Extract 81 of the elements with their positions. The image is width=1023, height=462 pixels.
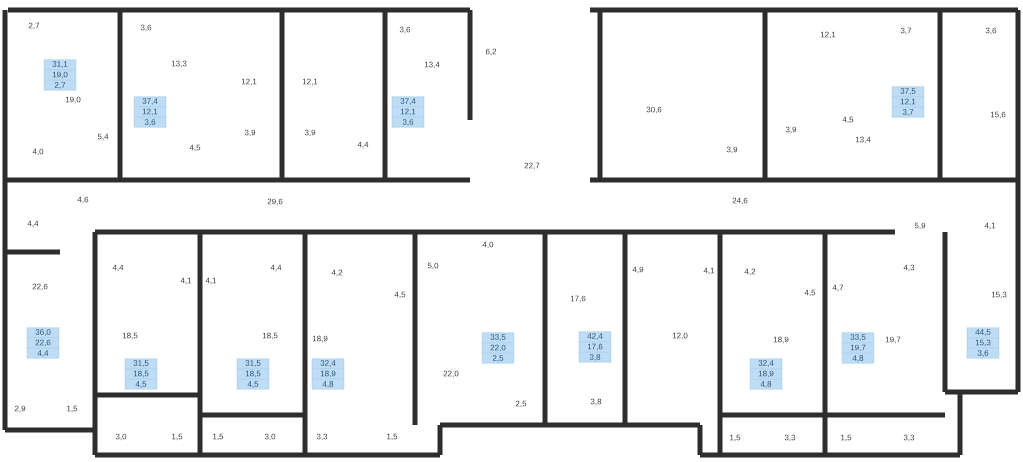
room-area: 4,9 [632, 266, 644, 274]
room-area: 1,5 [841, 434, 852, 442]
room-area: 22,7 [524, 162, 540, 170]
apartment-info-box: 31,5 18,5 4,5 [124, 358, 158, 390]
room-area: 4,5 [394, 291, 406, 299]
apartment-info-box: 32,4 18,9 4,8 [749, 358, 783, 390]
room-area: 4,4 [357, 141, 369, 149]
apartment-info-box: 37,4 12,1 3,6 [391, 96, 425, 128]
room-area: 12,0 [672, 332, 688, 340]
room-area: 3,9 [304, 129, 316, 137]
room-area: 19,7 [885, 336, 901, 344]
room-area: 4,6 [77, 196, 89, 204]
room-area: 4,4 [112, 264, 124, 272]
room-area: 3,8 [590, 398, 602, 406]
room-area: 2,5 [515, 400, 527, 408]
room-area: 18,5 [122, 332, 138, 340]
room-area: 30,6 [646, 106, 662, 114]
room-area: 3,3 [784, 434, 796, 442]
apartment-info-box: 37,4 12,1 3,6 [133, 96, 167, 128]
room-area: 4,4 [27, 220, 39, 228]
room-area: 3,3 [903, 434, 915, 442]
room-area: 13,4 [855, 136, 871, 144]
room-area: 3,6 [985, 27, 997, 35]
room-area: 22,6 [32, 283, 48, 291]
room-area: 1,5 [730, 434, 741, 442]
room-area: 2,9 [14, 405, 26, 413]
room-area: 1,5 [67, 405, 78, 413]
room-area: 18,9 [773, 336, 789, 344]
room-area: 19,0 [65, 96, 81, 104]
room-area: 5,0 [427, 262, 439, 270]
apartment-info-box: 36,0 22,6 4,4 [26, 327, 60, 359]
room-area: 4,3 [903, 264, 915, 272]
room-area: 18,9 [312, 335, 328, 343]
room-area: 4,7 [832, 284, 844, 292]
apartment-info-box: 33,5 22,0 2,5 [481, 332, 515, 364]
room-area: 1,5 [172, 433, 183, 441]
room-area: 6,2 [485, 48, 497, 56]
room-area: 4,1 [180, 277, 192, 285]
room-area: 4,5 [804, 289, 816, 297]
room-area: 13,3 [171, 60, 187, 68]
room-area: 2,7 [28, 22, 40, 30]
room-area: 4,2 [331, 269, 343, 277]
room-area: 4,5 [189, 144, 201, 152]
room-area: 4,2 [744, 268, 756, 276]
apartment-info-box: 37,5 12,1 3,7 [891, 86, 925, 118]
room-area: 22,0 [443, 370, 459, 378]
room-area: 15,3 [991, 291, 1007, 299]
room-area: 4,1 [703, 267, 715, 275]
room-area: 3,0 [115, 433, 127, 441]
room-area: 3,6 [140, 24, 152, 32]
room-area: 17,6 [570, 295, 586, 303]
room-area: 1,5 [387, 433, 398, 441]
room-area: 3,7 [900, 27, 912, 35]
room-area: 24,6 [732, 197, 748, 205]
room-area: 3,9 [726, 146, 738, 154]
room-area: 12,1 [241, 78, 257, 86]
room-area: 12,1 [820, 31, 836, 39]
apartment-info-box: 31,5 18,5 4,5 [236, 358, 270, 390]
room-area: 1,5 [213, 433, 224, 441]
room-area: 4,0 [32, 148, 44, 156]
room-area: 4,0 [482, 241, 494, 249]
apartment-info-box: 31,1 19,0 2,7 [43, 59, 77, 91]
room-area: 12,1 [302, 78, 318, 86]
room-area: 4,5 [842, 116, 854, 124]
room-area: 3,3 [316, 433, 328, 441]
room-area: 4,1 [984, 222, 996, 230]
room-area: 5,4 [97, 133, 109, 141]
room-area: 4,1 [205, 277, 217, 285]
room-area: 3,6 [399, 26, 411, 34]
apartment-info-box: 33,5 19,7 4,8 [841, 332, 875, 364]
room-area: 3,9 [244, 129, 256, 137]
room-area: 3,0 [264, 433, 276, 441]
room-area: 18,5 [262, 332, 278, 340]
apartment-info-box: 32,4 18,9 4,8 [311, 358, 345, 390]
room-area: 4,4 [270, 264, 282, 272]
room-area: 15,6 [990, 111, 1006, 119]
room-area: 29,6 [267, 198, 283, 206]
room-area: 13,4 [424, 61, 440, 69]
apartment-info-box: 42,4 17,6 3,8 [578, 331, 612, 363]
room-area: 3,9 [785, 126, 797, 134]
room-area: 5,9 [914, 222, 926, 230]
